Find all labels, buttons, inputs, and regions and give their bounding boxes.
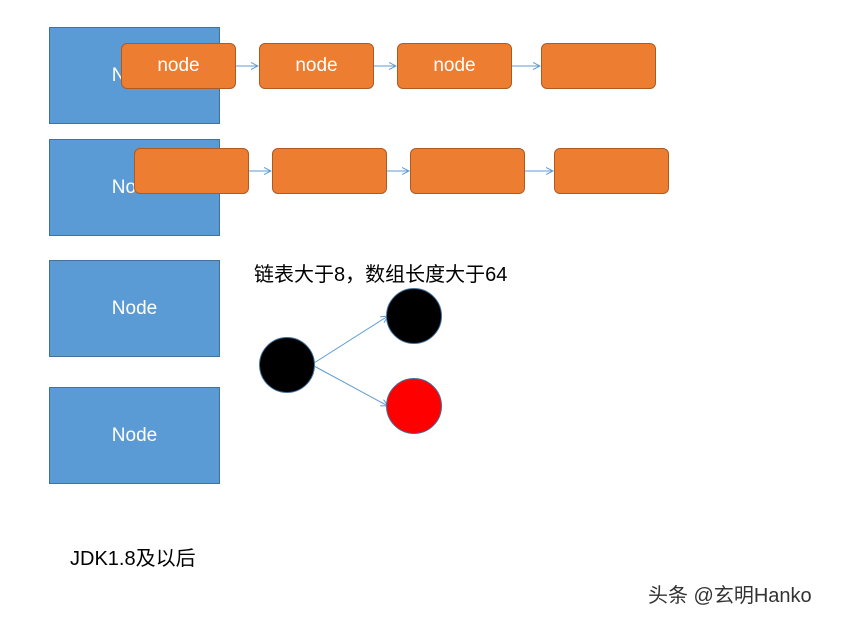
row1-node-3: node [397, 43, 512, 89]
tree-root-node [259, 337, 315, 393]
version-label: JDK1.8及以后 [70, 548, 196, 570]
row2-node-3 [410, 148, 525, 194]
bucket-4-label: Node [111, 424, 158, 446]
row1-node-1-label: node [157, 55, 200, 76]
row2-node-2 [272, 148, 387, 194]
row2-node-1 [134, 148, 249, 194]
row1-node-1: node [121, 43, 236, 89]
tree-left-child-node [386, 288, 442, 344]
bucket-4: Node [49, 387, 220, 484]
tree-edge-left [313, 316, 388, 364]
watermark: 头条 @玄明Hanko [648, 585, 812, 607]
row1-node-4 [541, 43, 656, 89]
bucket-3-label: Node [111, 297, 158, 319]
row1-node-2: node [259, 43, 374, 89]
condition-label: 链表大于8，数组长度大于64 [254, 264, 508, 286]
bucket-3: Node [49, 260, 220, 357]
row2-node-4 [554, 148, 669, 194]
row1-node-2-label: node [295, 55, 338, 76]
tree-right-child-node [386, 378, 442, 434]
tree-edge-right [313, 365, 388, 406]
row1-node-3-label: node [433, 55, 476, 76]
